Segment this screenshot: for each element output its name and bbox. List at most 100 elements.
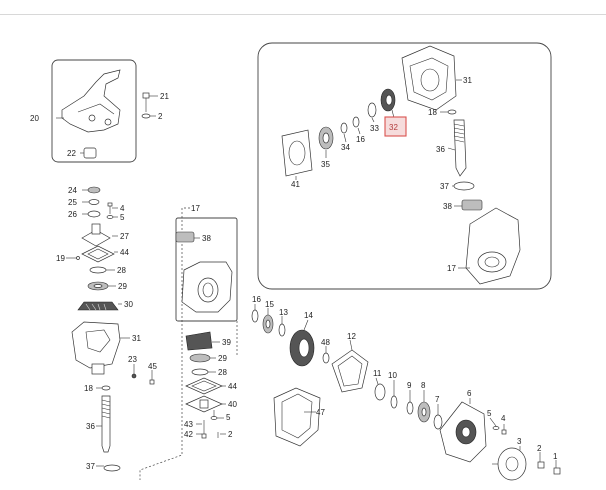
- part-13-ring: [278, 316, 286, 337]
- label-6: 6: [467, 389, 472, 398]
- part-17-gear-housing: [181, 261, 233, 313]
- label-20: 20: [30, 114, 39, 123]
- part-18-ring-left: [96, 385, 111, 391]
- label-2a: 2: [158, 112, 163, 121]
- label-1: 1: [553, 452, 558, 461]
- label-18b: 18: [428, 108, 437, 117]
- part-44-gasket-mid: [185, 377, 226, 395]
- label-37a: 37: [86, 462, 95, 471]
- part-15-bearing: [262, 308, 274, 334]
- label-10: 10: [388, 371, 397, 380]
- part-31-housing: [71, 321, 130, 375]
- label-45: 45: [148, 362, 157, 371]
- part-40-cover: [185, 395, 226, 413]
- label-17a: 17: [191, 204, 200, 213]
- part-47-gasket: [273, 387, 321, 447]
- part-16-ring: [251, 304, 259, 323]
- part-22-bushing: [80, 147, 97, 159]
- label-9: 9: [407, 381, 412, 390]
- part-38-bearing: [175, 231, 200, 243]
- part-14-crown-gear: [289, 319, 315, 367]
- label-5b: 5: [226, 413, 231, 422]
- part-27-cover: [81, 223, 118, 247]
- part-37-ring-left: [96, 464, 121, 472]
- part-36-shaft: [96, 395, 111, 453]
- label-28b: 28: [218, 368, 227, 377]
- label-39: 39: [222, 338, 231, 347]
- highlight-32[interactable]: [384, 116, 407, 137]
- label-38a: 38: [202, 234, 211, 243]
- part-25-ring: [82, 199, 100, 205]
- label-35: 35: [321, 160, 330, 169]
- label-36b: 36: [436, 145, 445, 154]
- label-16b: 16: [356, 135, 365, 144]
- label-29b: 29: [218, 354, 227, 363]
- part-4-5-bolts-upper: [106, 202, 118, 219]
- part-10-ring: [390, 380, 398, 409]
- label-21: 21: [160, 92, 169, 101]
- label-34: 34: [341, 143, 350, 152]
- part-6-cover: [439, 398, 487, 463]
- label-44a: 44: [120, 248, 129, 257]
- label-5a: 5: [120, 213, 125, 222]
- label-15: 15: [265, 300, 274, 309]
- part-41-plate: [281, 129, 313, 180]
- part-37-ring-inset: [452, 181, 475, 191]
- box-bracket: [51, 59, 137, 163]
- label-40: 40: [228, 400, 237, 409]
- part-35-bearing: [318, 126, 334, 158]
- part-20-bracket: [56, 69, 121, 133]
- part-38-bearing-inset: [454, 199, 483, 211]
- label-31b: 31: [463, 76, 472, 85]
- part-3-flange: [492, 446, 527, 481]
- label-18a: 18: [84, 384, 93, 393]
- part-39-bevel-gear: [185, 331, 220, 351]
- part-32-gear: [380, 88, 396, 119]
- label-28a: 28: [117, 266, 126, 275]
- part-11-ring: [374, 377, 386, 401]
- label-14: 14: [304, 311, 313, 320]
- part-16-ring-inset: [352, 116, 361, 135]
- label-41: 41: [291, 180, 300, 189]
- part-48-ring: [322, 346, 330, 364]
- part-26-ring: [82, 210, 101, 218]
- label-43: 43: [184, 420, 193, 429]
- part-34-ring: [340, 122, 348, 143]
- part-36-shaft-inset: [447, 119, 467, 177]
- part-24-ring: [82, 186, 101, 194]
- label-7: 7: [435, 395, 440, 404]
- part-19-pin: [66, 256, 80, 260]
- label-12: 12: [347, 332, 356, 341]
- label-48: 48: [321, 338, 330, 347]
- part-7-ring: [433, 404, 443, 430]
- label-23: 23: [128, 355, 137, 364]
- label-37b: 37: [440, 182, 449, 191]
- top-border: [0, 0, 606, 15]
- label-38b: 38: [443, 202, 452, 211]
- label-31a: 31: [132, 334, 141, 343]
- part-8-bearing: [417, 390, 431, 423]
- label-4b: 4: [501, 414, 506, 423]
- part-44-gasket: [81, 245, 118, 263]
- label-29a: 29: [118, 282, 127, 291]
- label-3: 3: [517, 437, 522, 446]
- part-21-bolt: [141, 92, 158, 119]
- label-42: 42: [184, 430, 193, 439]
- label-24: 24: [68, 186, 77, 195]
- label-36a: 36: [86, 422, 95, 431]
- part-4-5-bolts-mid: [210, 410, 224, 420]
- part-28-ring: [89, 266, 115, 274]
- part-12-gasket: [331, 339, 369, 393]
- part-28-ring-mid: [191, 368, 216, 376]
- label-11: 11: [373, 369, 382, 378]
- label-16a: 16: [252, 295, 261, 304]
- part-2-1-nut-right: [537, 452, 561, 475]
- label-30: 30: [124, 300, 133, 309]
- label-5c: 5: [487, 409, 492, 418]
- part-5-4-bolts-right: [489, 417, 507, 435]
- label-4a: 4: [120, 204, 125, 213]
- label-44b: 44: [228, 382, 237, 391]
- part-31-housing-inset: [401, 45, 462, 111]
- label-33: 33: [370, 124, 379, 133]
